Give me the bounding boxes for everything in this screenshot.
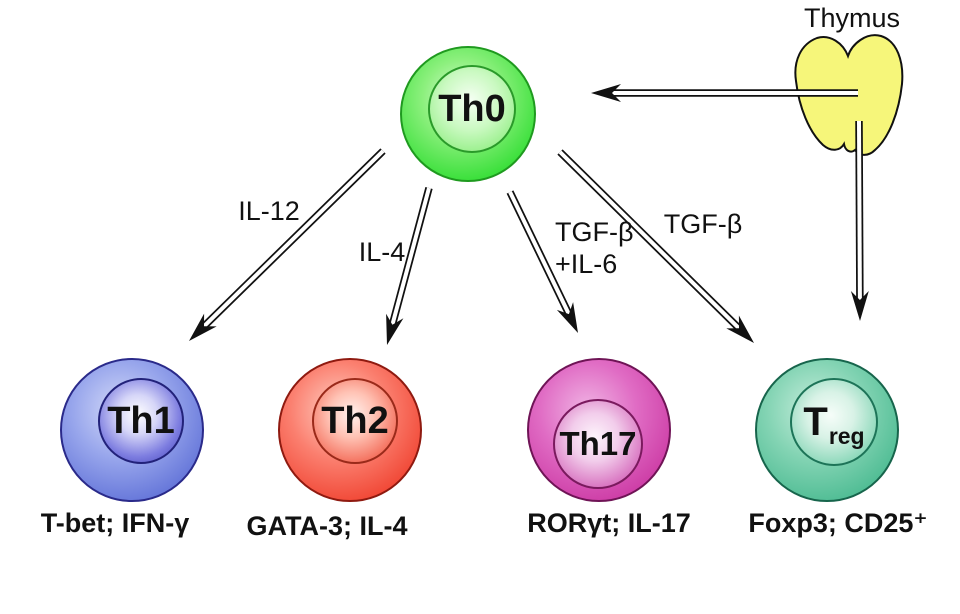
arrow-label-il12: IL-12	[238, 196, 300, 226]
cell-th17-label: Th17	[559, 425, 637, 462]
arrow-thymus-to-th0	[591, 84, 858, 102]
arrow-th0-to-th17	[506, 190, 578, 333]
thymus-label: Thymus	[803, 3, 901, 33]
cell-th17: Th17	[527, 358, 671, 502]
cell-th0-nucleus: Th0	[428, 65, 516, 153]
cell-th1-label: Th1	[107, 399, 175, 442]
arrow-label-tgfb-il6-line1: TGF-β	[555, 217, 634, 247]
arrow-label-tgfb-il6-line2: +IL-6	[555, 249, 618, 279]
caption-th2: GATA-3; IL-4	[246, 511, 408, 541]
caption-th1: T-bet; IFN-γ	[40, 508, 190, 538]
cell-th0-label: Th0	[438, 87, 506, 130]
arrow-thymus-to-treg	[850, 120, 869, 321]
arrow-label-tgfb: TGF-β	[663, 209, 743, 239]
cell-th17-nucleus: Th17	[553, 399, 643, 489]
cell-treg-label-sub: reg	[828, 422, 865, 449]
arrow-th0-to-th2	[386, 187, 433, 345]
caption-th17: RORγt; IL-17	[527, 508, 691, 538]
arrow-th0-to-treg	[557, 149, 754, 343]
arrow-label-tgfb-il6: TGF-β +IL-6	[555, 216, 634, 280]
cell-treg: Treg	[755, 358, 899, 502]
cell-th1: Th1	[60, 358, 204, 502]
cell-th2: Th2	[278, 358, 422, 502]
cell-th2-nucleus: Th2	[312, 378, 398, 464]
caption-treg: Foxp3; CD25⁺	[748, 508, 928, 538]
cell-th2-label: Th2	[321, 399, 389, 442]
cell-treg-nucleus: Treg	[790, 378, 878, 466]
cell-th0: Th0	[400, 46, 536, 182]
arrow-label-il4: IL-4	[358, 237, 406, 267]
arrow-th0-to-th1	[189, 148, 386, 341]
cell-treg-label-main: T	[803, 399, 828, 444]
cell-treg-label: Treg	[803, 399, 864, 449]
cell-th1-nucleus: Th1	[98, 378, 184, 464]
